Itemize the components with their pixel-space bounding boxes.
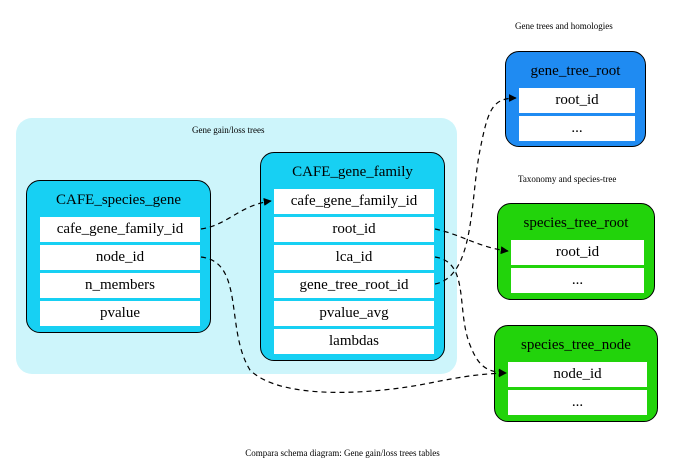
table-title: species_tree_root <box>523 215 629 231</box>
table-cafe-species-gene[interactable]: CAFE_species_gene cafe_gene_family_id no… <box>26 180 211 333</box>
table-row-root-id[interactable]: root_id <box>511 240 644 265</box>
table-row-root-id[interactable]: root_id <box>519 88 635 113</box>
taxonomy-cluster-label: Taxonomy and species-tree <box>518 174 617 184</box>
diagram-caption: Compara schema diagram: Gene gain/loss t… <box>245 448 440 458</box>
table-title: CAFE_species_gene <box>56 192 181 208</box>
table-title: CAFE_gene_family <box>292 164 413 180</box>
gene-trees-cluster-label: Gene trees and homologies <box>515 21 613 31</box>
table-cafe-gene-family[interactable]: CAFE_gene_family cafe_gene_family_id roo… <box>260 152 445 361</box>
table-row-n-members[interactable]: n_members <box>40 273 200 298</box>
table-row-pvalue[interactable]: pvalue <box>40 301 200 326</box>
gain-loss-cluster-label: Gene gain/loss trees <box>192 125 265 135</box>
table-row-cafe-gene-family-id[interactable]: cafe_gene_family_id <box>274 189 434 214</box>
table-row-node-id[interactable]: node_id <box>508 362 647 387</box>
table-title: species_tree_node <box>521 337 631 353</box>
table-row-pvalue-avg[interactable]: pvalue_avg <box>274 301 434 326</box>
table-species-tree-root[interactable]: species_tree_root root_id ... <box>497 203 655 300</box>
table-title: gene_tree_root <box>530 63 621 79</box>
table-row-lca-id[interactable]: lca_id <box>274 245 434 270</box>
table-row-cafe-gene-family-id[interactable]: cafe_gene_family_id <box>40 217 200 242</box>
table-species-tree-node[interactable]: species_tree_node node_id ... <box>494 325 658 422</box>
table-row-ellipsis[interactable]: ... <box>511 268 644 293</box>
table-gene-tree-root[interactable]: gene_tree_root root_id ... <box>505 51 646 147</box>
table-row-ellipsis[interactable]: ... <box>508 390 647 415</box>
table-row-node-id[interactable]: node_id <box>40 245 200 270</box>
table-row-root-id[interactable]: root_id <box>274 217 434 242</box>
table-row-lambdas[interactable]: lambdas <box>274 329 434 354</box>
table-row-gene-tree-root-id[interactable]: gene_tree_root_id <box>274 273 434 298</box>
table-row-ellipsis[interactable]: ... <box>519 116 635 141</box>
